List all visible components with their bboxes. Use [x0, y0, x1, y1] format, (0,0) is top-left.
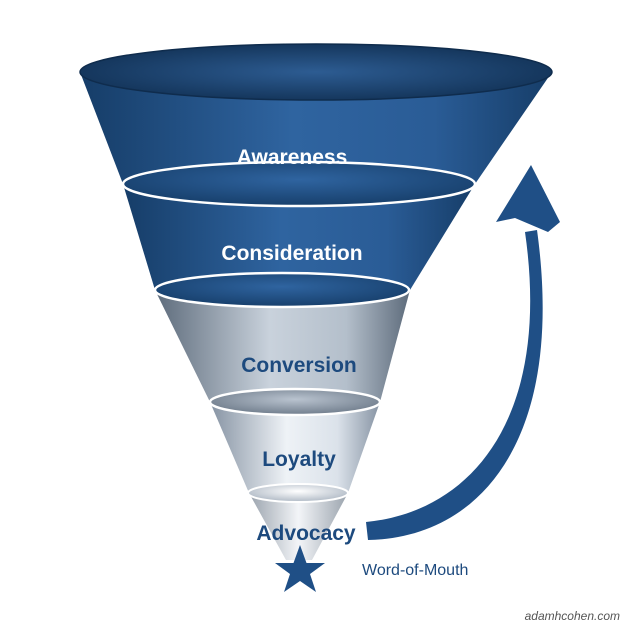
stage-labels: Awareness Consideration Conversion Loyal…: [221, 146, 362, 545]
credit-text: adamhcohen.com: [525, 609, 620, 623]
funnel-section-consideration: [123, 184, 475, 290]
rim-top: [79, 43, 553, 101]
funnel-section-conversion: [155, 290, 410, 402]
funnel-rims: [79, 43, 553, 503]
arrow-curve: [366, 230, 543, 540]
rim-loyalty-advocacy: [247, 483, 349, 503]
funnel-section-awareness: [80, 72, 552, 184]
stage-label-awareness: Awareness: [237, 146, 348, 169]
star-icon: [275, 545, 325, 592]
rim-awareness-consideration: [121, 160, 477, 208]
rim-conversion-loyalty: [208, 387, 382, 417]
funnel-section-advocacy: [249, 493, 348, 560]
arrow-head-icon: [496, 165, 560, 232]
feedback-arrow: [366, 165, 560, 540]
rim-consideration-conversion: [153, 271, 411, 309]
stage-label-advocacy: Advocacy: [256, 522, 356, 545]
stage-label-conversion: Conversion: [241, 354, 357, 377]
stage-label-loyalty: Loyalty: [262, 448, 336, 471]
arrow-label: Word-of-Mouth: [362, 562, 468, 579]
funnel-section-loyalty: [210, 402, 380, 493]
stage-label-consideration: Consideration: [221, 242, 362, 265]
funnel-body: [80, 72, 552, 560]
